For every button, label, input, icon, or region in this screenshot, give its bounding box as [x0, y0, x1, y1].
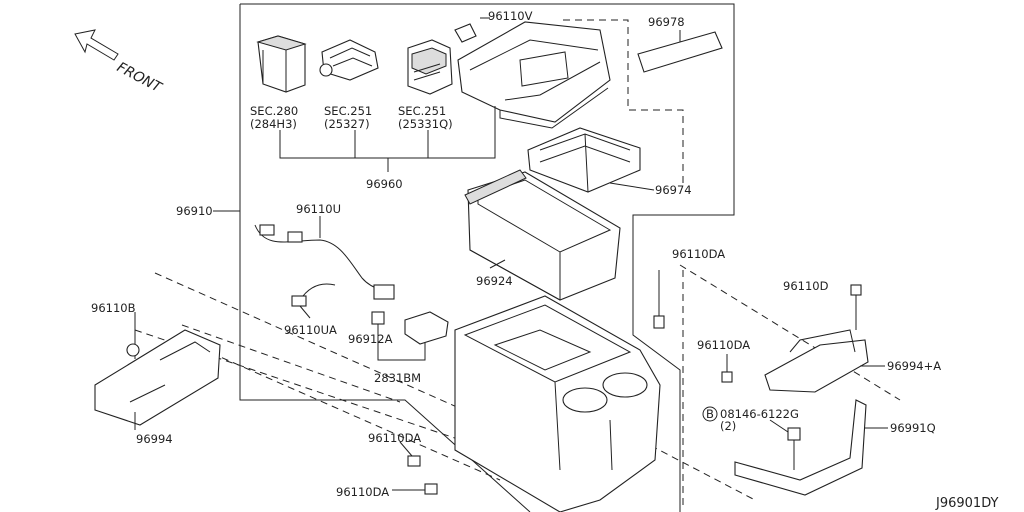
label-96110u: 96110U	[296, 202, 341, 216]
label-sec251b: SEC.251	[398, 104, 446, 118]
label-08146: 08146-6122G	[720, 407, 799, 421]
label-96110v: 96110V	[488, 9, 533, 23]
storage-box-96924-icon	[464, 169, 621, 301]
label-96991q: 96991Q	[890, 421, 936, 435]
reference-code: J96901DY	[935, 496, 998, 511]
label-sec280-sub: (284H3)	[250, 117, 297, 131]
console-body-icon	[454, 295, 661, 512]
label-96110b: 96110B	[91, 301, 136, 315]
bolt-08146-icon	[787, 427, 801, 470]
switch-part-icon	[319, 39, 379, 81]
socket-part-icon	[256, 35, 307, 93]
label-96978: 96978	[648, 15, 685, 29]
label-96110da-top: 96110DA	[672, 247, 725, 261]
label-96910: 96910	[176, 204, 213, 218]
label-96110da-low: 96110DA	[368, 431, 421, 445]
label-96994a: 96994+A	[887, 359, 941, 373]
bolt-96110da-low-icon	[407, 455, 421, 467]
label-96974: 96974	[655, 183, 692, 197]
label-96960: 96960	[366, 177, 403, 191]
switch-unit-icon	[407, 39, 453, 95]
label-2831bm: 2831BM	[374, 371, 421, 385]
label-08146-qty: (2)	[720, 419, 736, 433]
b-badge-icon	[702, 406, 718, 422]
label-b-badge: B	[706, 407, 714, 421]
mat-96978-icon	[637, 31, 723, 73]
label-96110ua: 96110UA	[284, 323, 337, 337]
bracket-96991q-icon	[734, 399, 867, 496]
bolt-96110da-right-icon	[721, 354, 733, 383]
label-sec251b-sub: (25331Q)	[398, 117, 453, 131]
label-96912a: 96912A	[348, 332, 393, 346]
label-96110d: 96110D	[783, 279, 829, 293]
label-sec251a: SEC.251	[324, 104, 372, 118]
label-96110da-bottom: 96110DA	[336, 485, 389, 499]
front-arrow-icon	[74, 29, 119, 61]
label-96110da-right: 96110DA	[697, 338, 750, 352]
label-96924: 96924	[476, 274, 513, 288]
front-label: FRONT	[114, 59, 165, 96]
label-sec280: SEC.280	[250, 104, 298, 118]
console-lid-icon	[457, 21, 611, 129]
label-96994: 96994	[136, 432, 173, 446]
bolt-96110d-icon	[850, 284, 862, 330]
clip-96110v-icon	[454, 23, 477, 43]
bolt-96110da-top-icon	[653, 270, 665, 329]
harness-96110u-icon	[254, 224, 395, 307]
bracket-96994a-icon	[764, 329, 869, 393]
frame-96974-icon	[527, 127, 641, 193]
label-sec251a-sub: (25327)	[324, 117, 370, 131]
cover-96994-icon	[94, 329, 221, 426]
bolt-96110da-bottom-icon	[424, 483, 438, 495]
